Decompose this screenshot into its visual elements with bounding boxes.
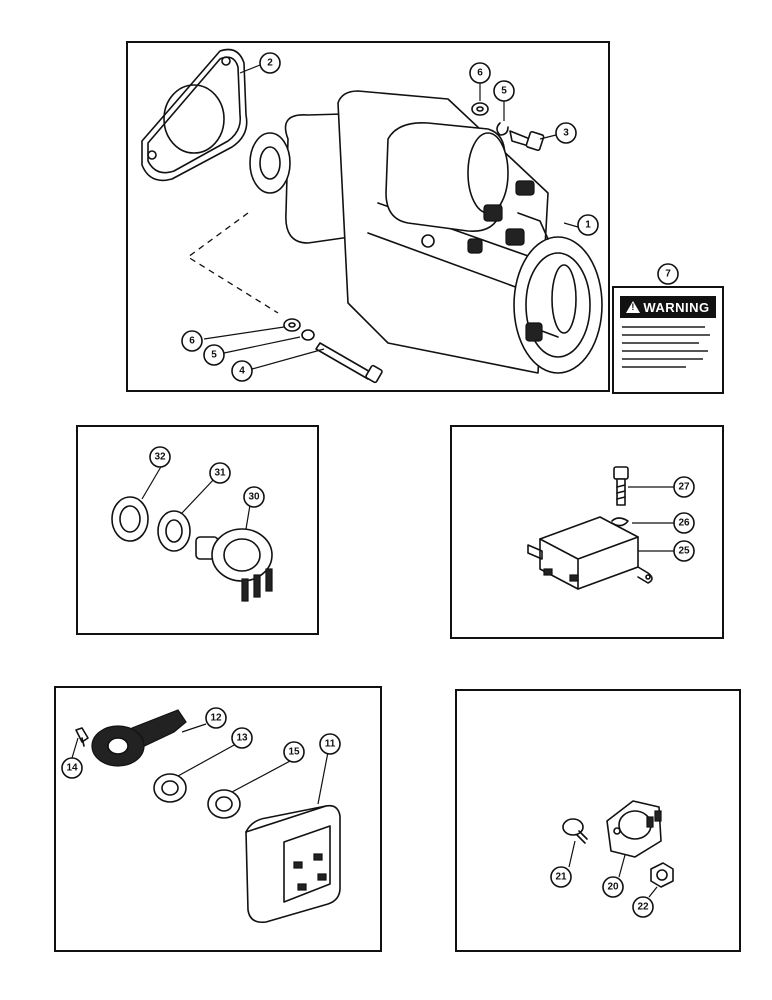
callout-light-switch: 11 <box>319 733 341 755</box>
svg-text:5: 5 <box>211 350 217 361</box>
callout-relay: 25 <box>673 540 695 562</box>
callout-nut-switch: 13 <box>231 727 253 749</box>
svg-text:6: 6 <box>477 68 483 79</box>
warning-triangle-icon <box>626 301 641 313</box>
callout-screw-sender: 21 <box>550 866 572 888</box>
svg-text:22: 22 <box>637 902 649 913</box>
key-switch-drawing <box>195 528 273 602</box>
svg-text:14: 14 <box>66 763 78 774</box>
svg-text:11: 11 <box>325 739 336 750</box>
svg-text:20: 20 <box>607 882 619 893</box>
starter-motor-drawing <box>249 90 603 374</box>
svg-text:2: 2 <box>267 58 273 69</box>
light-switch-panel: 12 13 15 11 14 <box>54 686 382 952</box>
lockwasher-key-drawing <box>157 510 191 552</box>
key-switch-illustration: 32 31 30 <box>111 446 273 602</box>
callout-nut-key: 32 <box>149 446 171 468</box>
relay-drawing <box>527 516 653 590</box>
warning-decal: WARNING <box>612 286 724 394</box>
callout-key-switch: 30 <box>243 486 265 508</box>
svg-text:1: 1 <box>585 220 591 231</box>
lockwasher-switch-drawing <box>207 789 241 819</box>
callout-lockwasher-upper: 5 <box>493 80 515 102</box>
callout-lockwasher-lower: 5 <box>203 344 225 366</box>
callout-lockwasher-relay: 26 <box>673 512 695 534</box>
callout-warning-decal: 7 <box>657 263 679 285</box>
screw-sender-drawing <box>562 818 588 844</box>
callout-gasket: 2 <box>259 52 281 74</box>
callout-washer-upper: 6 <box>469 62 491 84</box>
bolt-relay-drawing <box>613 466 629 506</box>
svg-text:6: 6 <box>189 336 195 347</box>
light-switch-illustration: 12 13 15 11 14 <box>61 707 341 924</box>
callout-sender: 20 <box>602 876 624 898</box>
upper-hardware-drawing <box>471 102 545 152</box>
light-switch-drawing <box>245 804 341 924</box>
svg-text:25: 25 <box>678 546 690 557</box>
sender-drawing <box>606 800 662 858</box>
callout-knob: 12 <box>205 707 227 729</box>
key-switch-panel: 32 31 30 <box>76 425 319 635</box>
warning-header: WARNING <box>620 296 716 318</box>
callout-nut-sender: 22 <box>632 896 654 918</box>
svg-text:32: 32 <box>154 452 166 463</box>
sender-panel: 21 20 22 <box>455 689 741 952</box>
nut-sender-drawing <box>650 862 674 888</box>
svg-text:13: 13 <box>236 733 248 744</box>
warning-header-text: WARNING <box>643 299 710 315</box>
svg-text:15: 15 <box>288 747 300 758</box>
callout-bolt-upper: 3 <box>555 122 577 144</box>
svg-text:5: 5 <box>501 86 507 97</box>
svg-text:3: 3 <box>563 128 569 139</box>
svg-text:4: 4 <box>239 366 245 377</box>
gasket-drawing <box>141 48 248 182</box>
starter-panel: 2 6 5 3 1 6 5 4 <box>126 41 610 392</box>
set-screw-drawing <box>75 727 89 747</box>
svg-text:12: 12 <box>210 713 222 724</box>
warning-fine-print <box>622 326 714 368</box>
svg-text:30: 30 <box>248 492 260 503</box>
callout-lockwasher-switch: 15 <box>283 741 305 763</box>
relay-illustration: 27 26 25 <box>527 466 695 590</box>
svg-text:31: 31 <box>214 468 226 479</box>
svg-text:26: 26 <box>678 518 690 529</box>
sender-illustration: 21 20 22 <box>550 800 674 918</box>
callout-lockwasher-key: 31 <box>209 462 231 484</box>
knob-drawing <box>91 709 187 767</box>
svg-text:7: 7 <box>665 269 671 280</box>
callout-starter-motor: 1 <box>577 214 599 236</box>
callout-bolt-lower: 4 <box>231 360 253 382</box>
nut-key-drawing <box>111 496 149 542</box>
callout-set-screw: 14 <box>61 757 83 779</box>
nut-switch-drawing <box>153 773 187 803</box>
callout-warning-decal-wrap: 7 <box>657 263 679 285</box>
svg-text:27: 27 <box>678 482 690 493</box>
callout-washer-lower: 6 <box>181 330 203 352</box>
callout-bolt-relay: 27 <box>673 476 695 498</box>
starter-illustration: 2 6 5 3 1 6 5 4 <box>141 48 603 384</box>
lower-hardware-drawing <box>283 318 383 384</box>
lockwasher-relay-drawing <box>611 517 629 527</box>
svg-text:21: 21 <box>555 872 567 883</box>
relay-panel: 27 26 25 <box>450 425 724 639</box>
